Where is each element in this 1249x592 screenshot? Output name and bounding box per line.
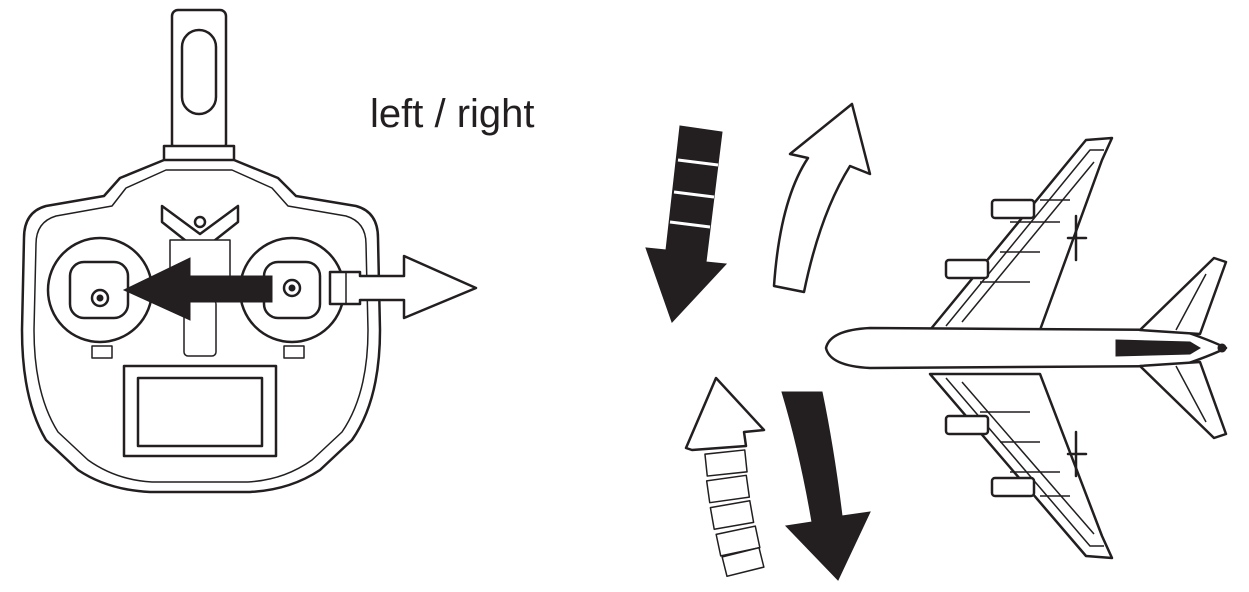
stick-left-arrow-icon bbox=[122, 257, 273, 321]
right-trim-switch bbox=[283, 345, 305, 359]
outline-up-arrow-lower-icon bbox=[684, 376, 766, 578]
outline-up-arrow-upper-icon bbox=[772, 102, 872, 294]
caption-left-right: left / right bbox=[370, 92, 535, 136]
black-down-arrow-upper-icon bbox=[645, 125, 728, 323]
black-down-arrow-lower-icon bbox=[781, 391, 871, 581]
propeller-icons bbox=[1066, 214, 1088, 478]
stick-right-outline-arrow-icon bbox=[328, 254, 478, 320]
center-chevron-icon bbox=[160, 204, 240, 357]
lcd-screen bbox=[122, 364, 278, 458]
transmitter-icon bbox=[20, 8, 478, 494]
left-trim-switch bbox=[91, 345, 113, 359]
engine-icons bbox=[944, 198, 1036, 498]
airplane-icon bbox=[824, 136, 1228, 560]
antenna-icon bbox=[162, 8, 236, 172]
